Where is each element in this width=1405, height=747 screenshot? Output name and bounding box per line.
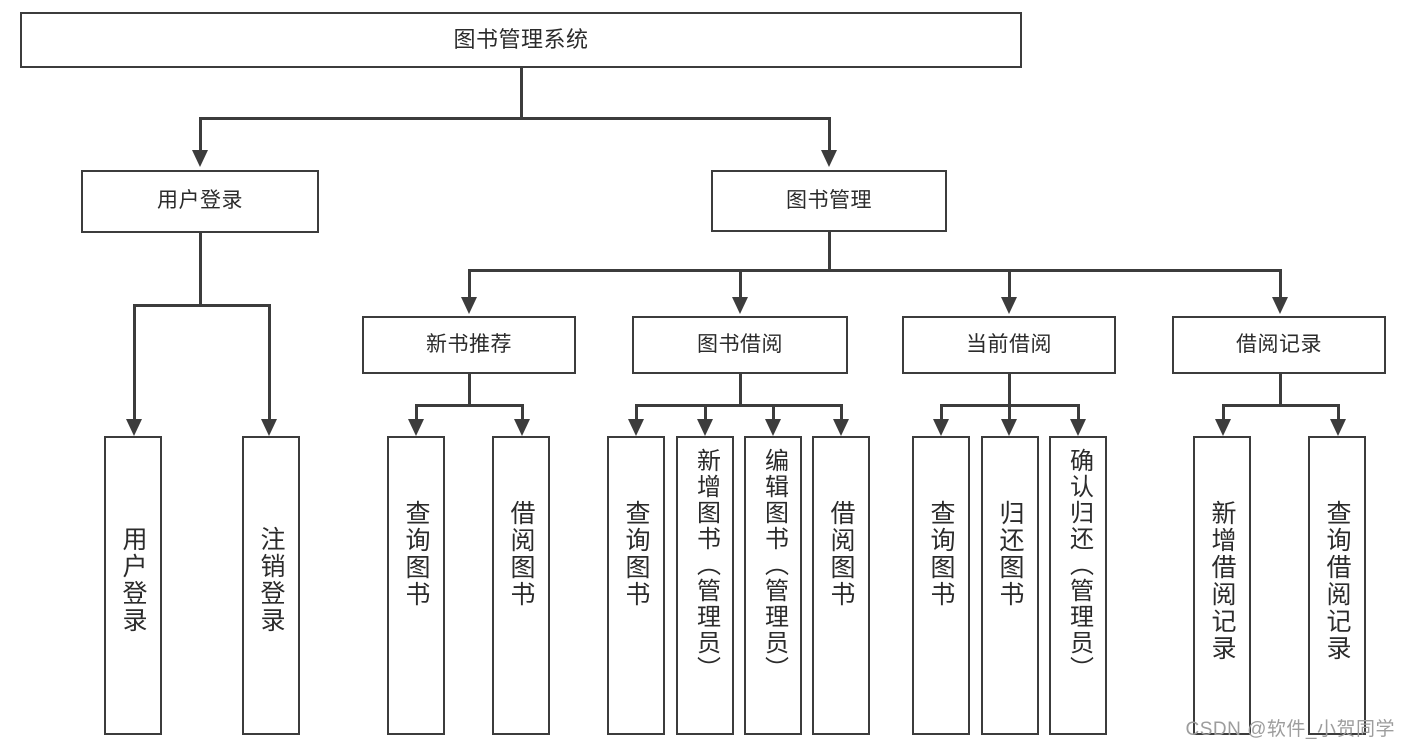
connector-bookborrow-bar bbox=[635, 404, 842, 407]
node-label: 查询图书 bbox=[402, 500, 430, 608]
connector-bookborrow-stem bbox=[739, 374, 742, 406]
connector-borrowrecord-c1 bbox=[1222, 404, 1225, 420]
connector-bm-to-current-borrow bbox=[1008, 269, 1011, 298]
arrow-bookborrow-leaf-2 bbox=[697, 419, 713, 436]
node-label: 查询图书 bbox=[927, 500, 955, 608]
arrow-currentborrow-leaf-3 bbox=[1070, 419, 1086, 436]
arrow-newbook-leaf-1 bbox=[408, 419, 424, 436]
connector-currentborrow-c3 bbox=[1077, 404, 1080, 420]
leaf-query-book-newbook[interactable]: 查询图书 bbox=[387, 436, 445, 735]
node-label: 图书管理 bbox=[786, 188, 872, 212]
connector-bookborrow-c4 bbox=[840, 404, 843, 420]
node-label: 归还图书 bbox=[996, 500, 1024, 608]
connector-book-manage-bar bbox=[468, 269, 1280, 272]
connector-currentborrow-c2 bbox=[1008, 404, 1011, 420]
connector-currentborrow-stem bbox=[1008, 374, 1011, 406]
leaf-query-book-bookborrow[interactable]: 查询图书 bbox=[607, 436, 665, 735]
leaf-logout-login[interactable]: 注销登录 bbox=[242, 436, 300, 735]
node-label: 注销登录 bbox=[257, 526, 285, 634]
leaf-edit-book-admin[interactable]: 编辑图书（管理员） bbox=[744, 436, 802, 735]
connector-book-manage-stem bbox=[828, 232, 831, 271]
arrow-bm-to-new-book bbox=[461, 297, 477, 314]
arrow-bookborrow-leaf-4 bbox=[833, 419, 849, 436]
node-label: 用户登录 bbox=[157, 189, 243, 213]
arrow-root-to-user-login bbox=[192, 150, 208, 167]
arrow-bookborrow-leaf-1 bbox=[628, 419, 644, 436]
leaf-query-book-currentborrow[interactable]: 查询图书 bbox=[912, 436, 970, 735]
connector-borrowrecord-c2 bbox=[1337, 404, 1340, 420]
connector-borrowrecord-bar bbox=[1222, 404, 1338, 407]
node-label: 查询图书 bbox=[622, 500, 650, 608]
node-label: 借阅图书 bbox=[827, 500, 855, 608]
connector-root-to-book-manage bbox=[828, 117, 831, 151]
connector-borrowrecord-stem bbox=[1279, 374, 1282, 406]
leaf-borrow-book-newbook[interactable]: 借阅图书 bbox=[492, 436, 550, 735]
connector-newbook-stem bbox=[468, 374, 471, 406]
node-label: 图书管理系统 bbox=[453, 27, 589, 53]
connector-newbook-right bbox=[521, 404, 524, 420]
connector-user-login-stem bbox=[199, 233, 202, 306]
node-user-login[interactable]: 用户登录 bbox=[81, 170, 319, 233]
node-label: 新增借阅记录 bbox=[1208, 500, 1236, 662]
connector-newbook-bar bbox=[415, 404, 523, 407]
node-root-book-management-system[interactable]: 图书管理系统 bbox=[20, 12, 1022, 68]
connector-bm-to-book-borrow bbox=[739, 269, 742, 298]
arrow-bm-to-borrow-record bbox=[1272, 297, 1288, 314]
node-new-book-recommend[interactable]: 新书推荐 bbox=[362, 316, 576, 374]
leaf-return-book[interactable]: 归还图书 bbox=[981, 436, 1039, 735]
connector-root-to-user-login bbox=[199, 117, 202, 151]
arrow-currentborrow-leaf-1 bbox=[933, 419, 949, 436]
node-label: 编辑图书（管理员） bbox=[760, 448, 788, 682]
connector-bookborrow-c3 bbox=[772, 404, 775, 420]
connector-root-bar bbox=[199, 117, 830, 120]
arrow-bm-to-current-borrow bbox=[1001, 297, 1017, 314]
node-label: 查询借阅记录 bbox=[1323, 500, 1351, 662]
connector-newbook-left bbox=[415, 404, 418, 420]
connector-currentborrow-c1 bbox=[940, 404, 943, 420]
arrow-currentborrow-leaf-2 bbox=[1001, 419, 1017, 436]
connector-bm-to-new-book bbox=[468, 269, 471, 298]
leaf-query-borrow-record[interactable]: 查询借阅记录 bbox=[1308, 436, 1366, 735]
node-label: 当前借阅 bbox=[966, 332, 1052, 356]
node-book-borrow[interactable]: 图书借阅 bbox=[632, 316, 848, 374]
arrow-newbook-leaf-2 bbox=[514, 419, 530, 436]
node-label: 借阅记录 bbox=[1236, 332, 1322, 356]
arrow-bookborrow-leaf-3 bbox=[765, 419, 781, 436]
node-label: 用户登录 bbox=[119, 526, 147, 634]
connector-user-login-left bbox=[133, 304, 136, 420]
node-label: 新书推荐 bbox=[426, 332, 512, 356]
leaf-confirm-return-admin[interactable]: 确认归还（管理员） bbox=[1049, 436, 1107, 735]
arrow-borrowrecord-leaf-2 bbox=[1330, 419, 1346, 436]
node-label: 借阅图书 bbox=[507, 500, 535, 608]
connector-bm-to-borrow-record bbox=[1279, 269, 1282, 298]
arrow-user-login-leaf-2 bbox=[261, 419, 277, 436]
leaf-add-book-admin[interactable]: 新增图书（管理员） bbox=[676, 436, 734, 735]
arrow-borrowrecord-leaf-1 bbox=[1215, 419, 1231, 436]
node-book-manage[interactable]: 图书管理 bbox=[711, 170, 947, 232]
leaf-borrow-book-bookborrow[interactable]: 借阅图书 bbox=[812, 436, 870, 735]
connector-bookborrow-c1 bbox=[635, 404, 638, 420]
leaf-user-login[interactable]: 用户登录 bbox=[104, 436, 162, 735]
arrow-root-to-book-manage bbox=[821, 150, 837, 167]
arrow-user-login-leaf-1 bbox=[126, 419, 142, 436]
connector-user-login-bar bbox=[133, 304, 268, 307]
node-label: 新增图书（管理员） bbox=[692, 448, 720, 682]
connector-bookborrow-c2 bbox=[704, 404, 707, 420]
arrow-bm-to-book-borrow bbox=[732, 297, 748, 314]
connector-user-login-right bbox=[268, 304, 271, 420]
connector-root-stem bbox=[520, 68, 523, 119]
node-current-borrow[interactable]: 当前借阅 bbox=[902, 316, 1116, 374]
leaf-add-borrow-record[interactable]: 新增借阅记录 bbox=[1193, 436, 1251, 735]
node-label: 图书借阅 bbox=[697, 332, 783, 356]
node-label: 确认归还（管理员） bbox=[1065, 448, 1093, 682]
watermark-text: CSDN @软件_小贺同学 bbox=[1185, 719, 1395, 740]
node-borrow-record[interactable]: 借阅记录 bbox=[1172, 316, 1386, 374]
